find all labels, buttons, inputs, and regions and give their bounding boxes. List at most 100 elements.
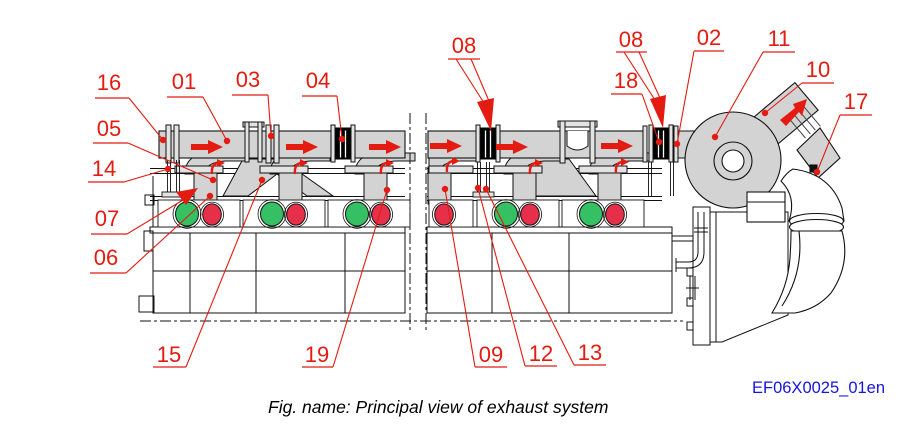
callout-number: 13 <box>578 340 602 365</box>
engine-block <box>138 168 673 314</box>
leader-dot <box>761 109 769 117</box>
callout-number: 02 <box>697 25 721 50</box>
callout-16: 16 <box>95 70 167 144</box>
callout-17: 17 <box>813 89 872 176</box>
callout-number: 11 <box>768 26 791 51</box>
callout-number: 16 <box>97 70 121 95</box>
leader-line <box>676 50 695 145</box>
flow-arrow-icon <box>430 139 462 153</box>
engine-right-end <box>672 206 789 346</box>
figure-caption: Fig. name: Principal view of exhaust sys… <box>268 397 609 417</box>
expansion-bellows <box>330 124 674 163</box>
cylinder-flow-arrow-icon <box>293 161 302 175</box>
green-port <box>345 201 369 227</box>
exhaust-flow-arrows <box>191 139 633 154</box>
cylinder-heads <box>157 165 645 229</box>
leader-line <box>123 168 169 183</box>
break-lines <box>140 113 683 333</box>
leader-dot <box>223 137 231 145</box>
callout-08: 08 <box>616 27 666 128</box>
leader-dot <box>267 132 275 140</box>
flow-arrow-icon <box>191 140 223 154</box>
drawing-code: EF06X0025_01en <box>752 379 886 397</box>
bellows-icon <box>480 127 496 160</box>
leader-dot <box>209 176 217 184</box>
callout-number: 19 <box>305 342 329 367</box>
callout-number: 08 <box>452 33 476 58</box>
red-port <box>202 203 222 226</box>
leader-dot <box>482 185 490 193</box>
flow-arrow-icon <box>369 140 401 154</box>
callout-number: 18 <box>614 68 638 93</box>
leader-line <box>332 189 388 368</box>
callout-14: 14 <box>88 156 172 183</box>
leader-dot <box>711 133 719 141</box>
cylinder-flow-arrows <box>210 157 629 175</box>
cylinder-flow-arrow-icon <box>445 159 454 173</box>
leader-line <box>470 58 490 102</box>
leader-line <box>638 51 661 99</box>
cylinder-flow-arrow-icon <box>528 161 537 175</box>
cylinder-flow-arrow-icon <box>210 161 219 175</box>
flow-arrow-icon <box>496 140 528 154</box>
cylinder-flow-arrow-icon <box>614 160 623 174</box>
head-flange <box>578 165 628 174</box>
callout-number: 12 <box>529 341 553 366</box>
callout-12: 12 <box>474 184 557 367</box>
green-port <box>579 201 603 227</box>
rocker-box <box>476 199 560 228</box>
leader-dot <box>206 192 214 200</box>
leader-line <box>128 97 164 141</box>
callout-15: 15 <box>153 176 266 368</box>
leader-line <box>336 95 343 140</box>
callout-06: 06 <box>90 192 214 274</box>
rocker-box <box>561 199 645 228</box>
leader-dot <box>383 186 391 194</box>
leader-dot <box>159 136 167 144</box>
leader-line <box>125 195 211 274</box>
leader-line <box>816 114 841 173</box>
callout-number: 09 <box>479 342 503 367</box>
head-flange <box>174 165 224 174</box>
charge-air-duct <box>771 230 846 314</box>
leader-line <box>126 199 184 235</box>
callout-19: 19 <box>302 186 391 368</box>
bellows-icon <box>335 127 351 160</box>
turbocharger <box>684 81 846 314</box>
red-port <box>286 203 306 226</box>
red-port <box>371 203 391 226</box>
leader-line <box>185 179 263 368</box>
leader-line <box>714 51 764 138</box>
rocker-box <box>157 199 241 228</box>
callout-number: 15 <box>157 342 181 367</box>
auxiliary-piping <box>672 212 708 300</box>
red-port <box>520 203 540 226</box>
leader-dot <box>164 165 172 173</box>
callout-number: 07 <box>95 206 119 231</box>
callout-number: 08 <box>619 27 643 52</box>
green-port <box>175 201 199 227</box>
leader-line <box>641 93 660 143</box>
leader-line <box>477 187 526 367</box>
callout-10: 10 <box>761 57 834 117</box>
support-rods <box>161 160 674 198</box>
callout-number: 06 <box>94 245 118 270</box>
leader-dot <box>338 135 346 143</box>
leader-line <box>623 51 656 101</box>
flow-arrow-icon <box>286 140 318 154</box>
callout-05: 05 <box>93 116 217 184</box>
callout-number: 04 <box>306 68 330 93</box>
callout-03: 03 <box>232 67 275 140</box>
head-flange <box>493 165 543 174</box>
leader-arrow <box>477 98 494 131</box>
leader-line <box>485 188 575 366</box>
leader-dot <box>474 184 482 192</box>
callout-number: 14 <box>92 156 116 181</box>
callout-13: 13 <box>482 185 606 366</box>
callout-04: 04 <box>302 68 346 143</box>
red-port <box>605 203 625 226</box>
callout-number: 05 <box>97 116 121 141</box>
green-port <box>494 201 518 227</box>
